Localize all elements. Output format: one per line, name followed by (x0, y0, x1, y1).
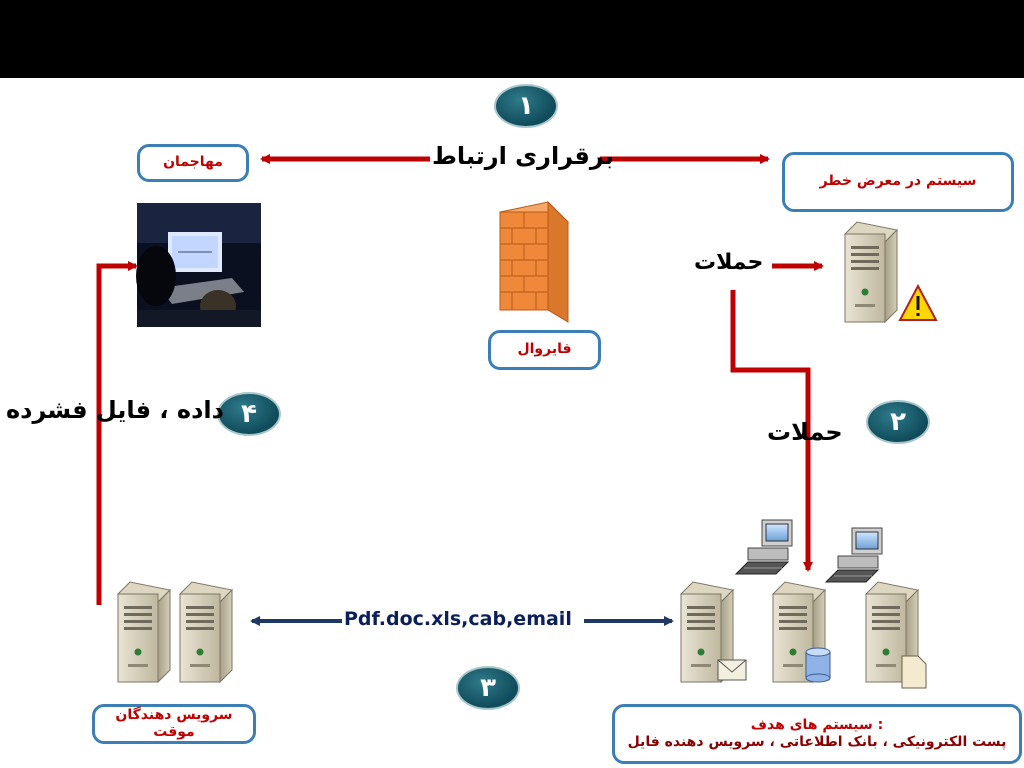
step-3-label: Pdf.doc.xls,cab,email (342, 608, 574, 630)
endangered-system-badge: سیستم در معرض خطر (782, 152, 1014, 212)
database-cylinder-icon (805, 647, 831, 683)
attacker-photo (136, 203, 261, 327)
step-3-number: ۳ (480, 673, 496, 703)
step-1-label: برقراری ارتباط (432, 142, 614, 170)
step-1-circle: ۱ (494, 84, 558, 128)
attack-path-arrow (730, 290, 813, 572)
step-4-number: ۴ (241, 399, 257, 429)
top-banner (0, 0, 1024, 78)
attacker-badge: مهاجمان (137, 144, 249, 182)
target-systems-list: پست الکترونیکی ، بانک اطلاعاتی ، سرویس د… (627, 734, 1007, 750)
temp-service-badge: سرویس دهندگان موقت (92, 704, 256, 744)
warning-icon (898, 283, 938, 321)
temp-server-icon-1 (117, 581, 171, 683)
step-4-circle: ۴ (217, 392, 281, 436)
file-doc-icon (901, 655, 927, 689)
temp-server-icon-2 (179, 581, 233, 683)
target-systems-badge: سیستم های هدف : پست الکترونیکی ، بانک اط… (612, 704, 1022, 764)
step-1-number: ۱ (518, 91, 534, 121)
attack-label-top: حملات (694, 250, 764, 275)
workstation-icon-1 (735, 519, 793, 575)
target-systems-title: سیستم های هدف : (750, 716, 884, 733)
step-2-number: ۲ (890, 407, 906, 437)
firewall-label: فایروال (517, 341, 572, 358)
firewall-badge: فایروال (488, 330, 601, 370)
firewall-icon (498, 200, 570, 323)
step-4-label: داده ، فایل فشرده (6, 396, 224, 424)
temp-service-label: سرویس دهندگان موقت (115, 706, 233, 741)
attacker-label: مهاجمان (163, 154, 223, 171)
step-2-circle: ۲ (866, 400, 930, 444)
workstation-icon-2 (825, 527, 883, 583)
step-3-circle: ۳ (456, 666, 520, 710)
endangered-system-label: سیستم در معرض خطر (819, 173, 977, 190)
endangered-server-icon (844, 221, 898, 323)
envelope-icon (717, 659, 747, 681)
step-2-label: حملات (767, 418, 843, 446)
exfil-path-arrow (96, 261, 138, 605)
